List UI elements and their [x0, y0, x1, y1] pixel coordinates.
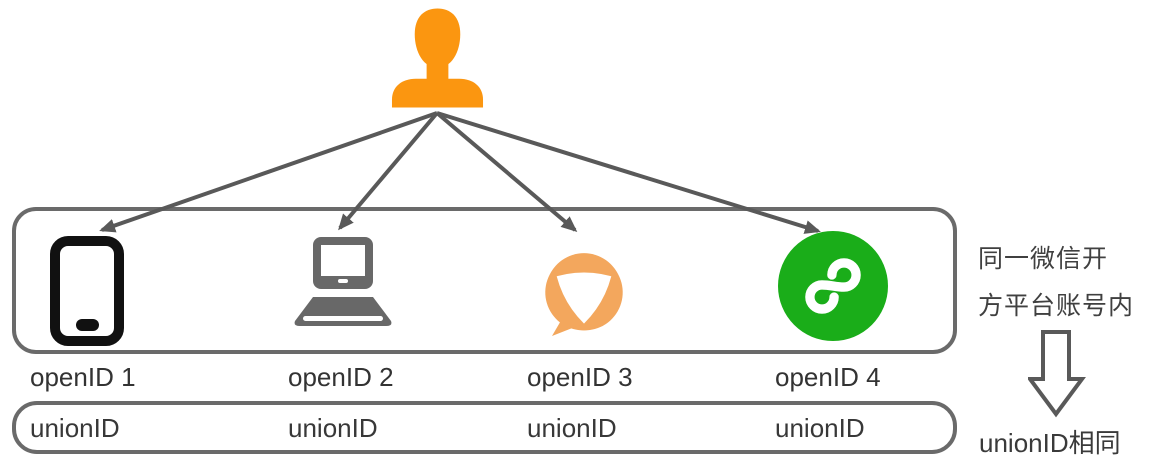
openid-label-1: openID 1 [30, 362, 136, 392]
unionid-label-4: unionID [775, 413, 865, 443]
unionid-label-1: unionID [30, 413, 120, 443]
openid-label-4: openID 4 [775, 362, 881, 392]
conclusion-text: unionID相同 [979, 428, 1121, 458]
arrow-to-laptop [338, 111, 439, 231]
arrow-to-phone [99, 111, 438, 233]
arrow-to-miniprogram [436, 111, 821, 234]
annotation-line-1: 同一微信开 [978, 245, 1109, 273]
user-head [414, 8, 461, 68]
openid-label-3: openID 3 [527, 362, 633, 392]
user-icon [391, 8, 484, 108]
arrow-to-swirl [435, 111, 578, 232]
user-neck [426, 52, 449, 85]
unionid-label-3: unionID [527, 413, 617, 443]
annotation-text: 同一微信开 方平台账号内 [978, 236, 1168, 330]
swirl-bubble-tail [552, 312, 580, 336]
wechat-open-community-icon [545, 253, 623, 336]
openid-label-2: openID 2 [288, 362, 394, 392]
unionid-box [12, 401, 957, 454]
annotation-line-2: 方平台账号内 [978, 292, 1135, 320]
user-shoulders [391, 78, 484, 108]
laptop-icon [294, 237, 392, 326]
phone-icon [50, 236, 124, 346]
unionid-label-2: unionID [288, 413, 378, 443]
mini-program-icon [778, 231, 888, 341]
down-arrow-icon [1028, 330, 1086, 418]
